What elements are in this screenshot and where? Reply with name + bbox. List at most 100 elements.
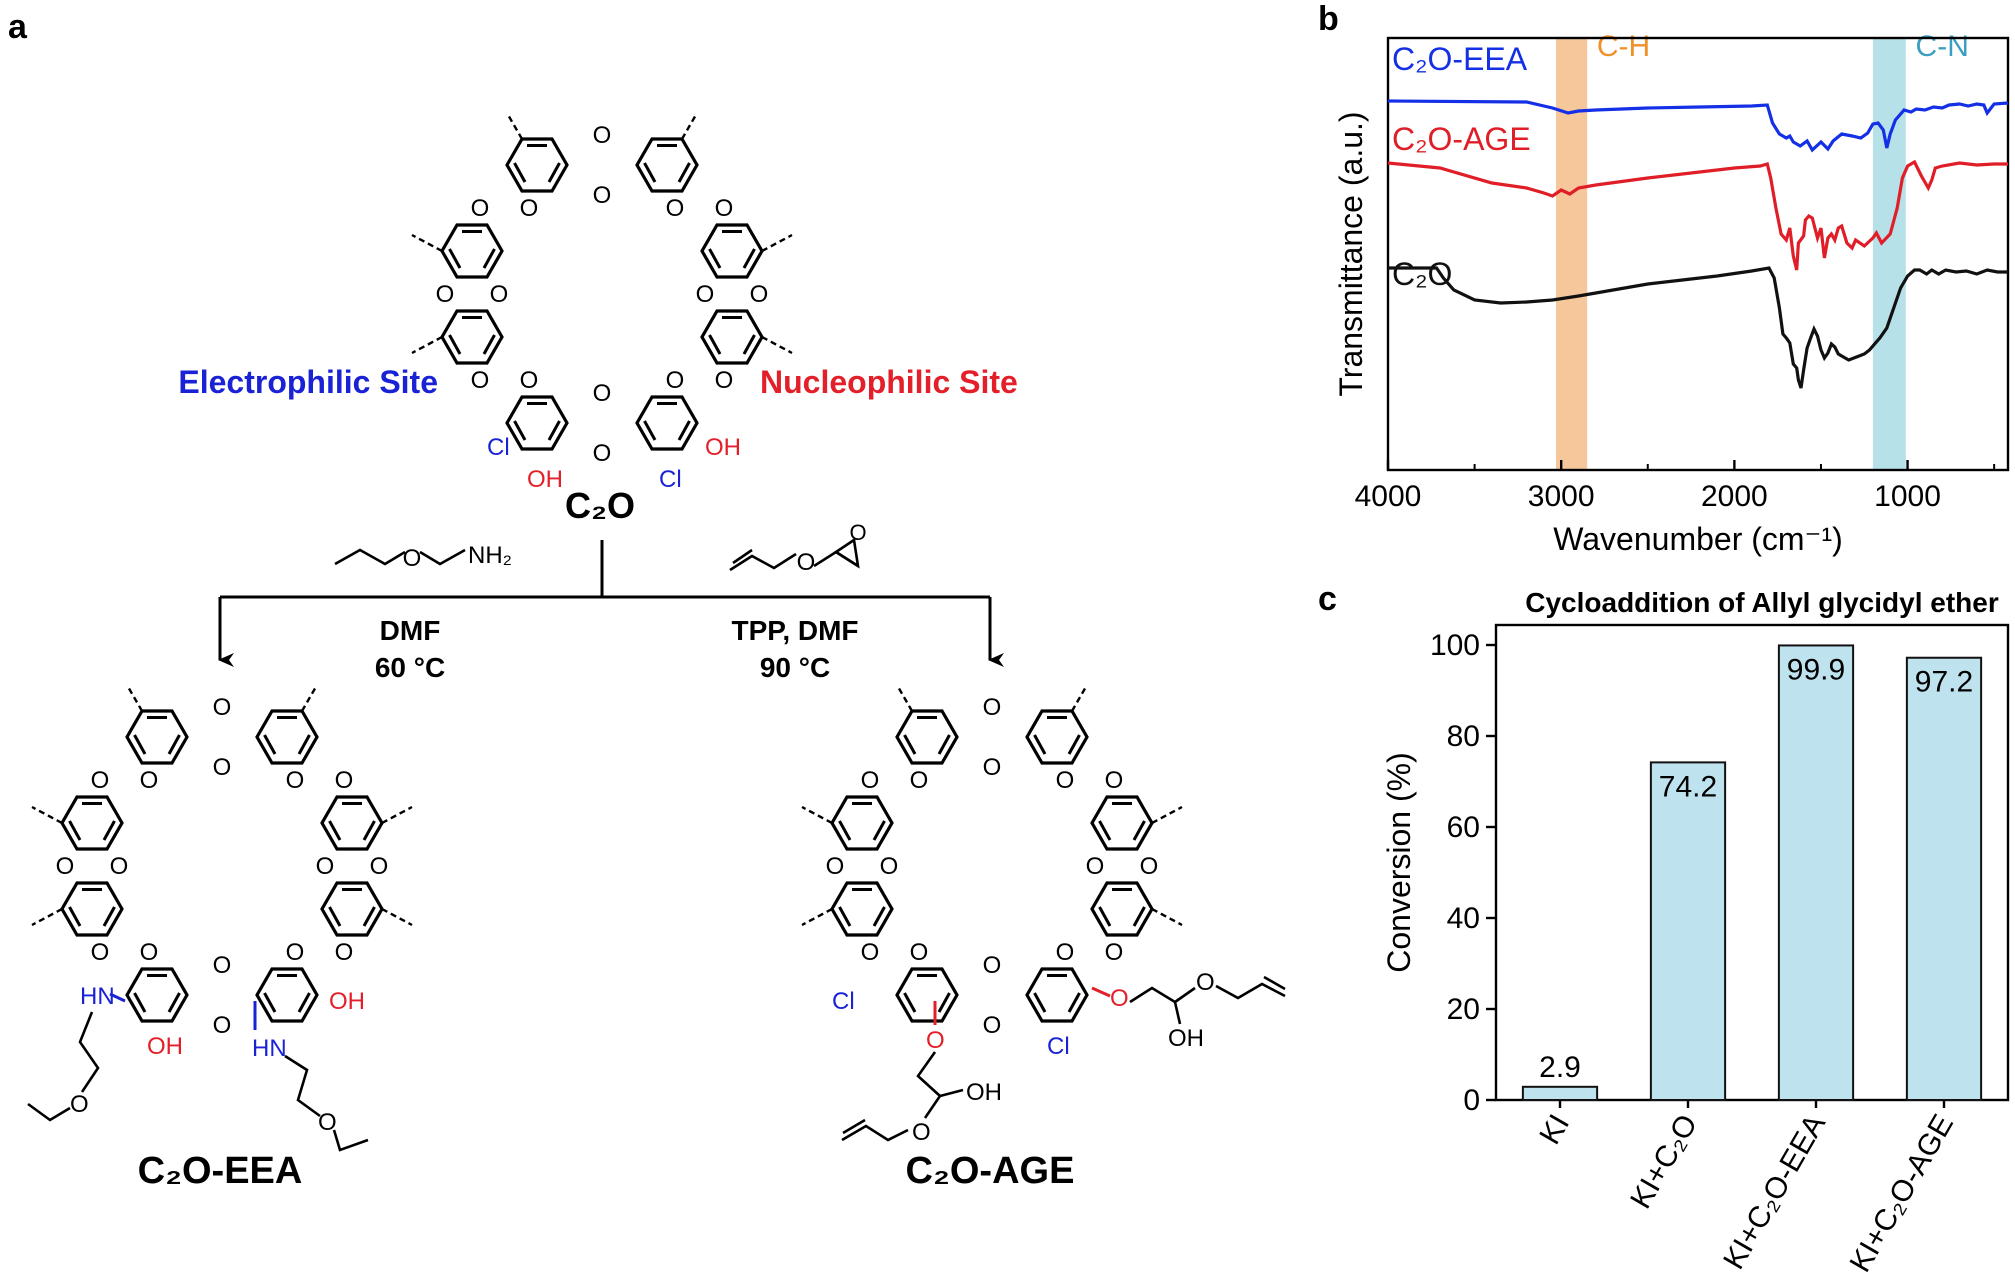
svg-text:OH: OH [966,1079,1002,1106]
benzene-ring [255,967,319,1023]
x-tick-label: 3000 [1528,480,1595,513]
band-cn-label: C-N [1916,30,1969,63]
oxygen-atom: O [1056,767,1075,794]
panel-a-letter: a [8,8,28,46]
oxygen-atom: O [213,952,232,979]
oxygen-atom: O [593,122,612,149]
c2o-age-label: C₂O-AGE [906,1150,1075,1192]
oxygen-atom: O [335,939,354,966]
y-tick-label: 60 [1447,811,1480,844]
oxygen-atom: O [593,380,612,407]
x-tick-label: 1000 [1874,480,1941,513]
category-label: KI+C₂O-AGE [1844,1109,1961,1276]
svg-text:HN: HN [252,1035,287,1062]
oxygen-atom: O [1140,853,1159,880]
y-axis-label: Transmittance (a.u.) [1333,111,1369,396]
y-tick-label: 20 [1447,993,1480,1026]
oxygen-atom: O [110,853,129,880]
bar [1905,656,1983,1101]
oxygen-atom: O [910,767,929,794]
oxygen-atom: O [213,694,232,721]
oxygen-atom: O [715,195,734,222]
benzene-ring [635,137,699,193]
svg-text:HN: HN [80,983,115,1010]
svg-text:O: O [1196,969,1215,996]
right-condition-solvent: TPP, DMF [731,615,858,646]
oxygen-atom: O [286,939,305,966]
benzene-ring [700,309,764,365]
x-axis-label: Wavenumber (cm⁻¹) [1553,521,1843,557]
svg-text:O: O [70,1091,89,1118]
oxygen-atom: O [593,182,612,209]
benzene-ring [60,795,124,851]
benzene-ring [830,795,894,851]
substituent-label: Cl [832,988,855,1015]
band-ch-label: C-H [1597,30,1650,63]
svg-text:O: O [1110,985,1129,1012]
benzene-ring [320,881,384,937]
category-label: KI [1533,1109,1576,1150]
benzene-ring [125,967,189,1023]
bar-plot: Cycloaddition of Allyl glycidyl ether2.9… [1381,587,2010,1276]
oxygen-atom: O [715,367,734,394]
bar-value-label: 97.2 [1915,666,1973,699]
benzene-ring [1090,881,1154,937]
oxygen-atom: O [750,281,769,308]
oxygen-atom: O [286,767,305,794]
oxygen-atom: O [140,939,159,966]
benzene-ring [125,709,189,765]
left-condition-solvent: DMF [380,615,441,646]
category-label: KI+C₂O [1624,1109,1704,1214]
oxygen-atom: O [490,281,509,308]
benzene-ring [1090,795,1154,851]
substituent-label: Cl [1047,1033,1070,1060]
substituent-label: Cl [659,466,682,493]
svg-text:O: O [926,1027,945,1054]
benzene-ring [255,709,319,765]
oxygen-atom: O [56,853,75,880]
left-condition-temp: 60 °C [375,652,445,683]
band-cn [1872,38,1906,470]
right-condition-temp: 90 °C [760,652,830,683]
benzene-ring [1025,967,1089,1023]
y-tick-label: 80 [1447,720,1480,753]
oxygen-atom: O [1105,767,1124,794]
oxygen-atom: O [983,754,1002,781]
oxygen-atom: O [826,853,845,880]
category-label: KI+C₂O-EEA [1717,1109,1832,1275]
band-ch [1555,38,1588,470]
oxygen-atom: O [213,1012,232,1039]
bar-value-label: 2.9 [1539,1051,1581,1084]
svg-text:OH: OH [1168,1025,1204,1052]
svg-text:O: O [318,1109,337,1136]
oxygen-atom: O [861,767,880,794]
c2o-eea-label: C₂O-EEA [138,1150,303,1192]
eea-substituents: HN O HN O [27,983,369,1152]
oxygen-atom: O [91,767,110,794]
benzene-ring [1025,709,1089,765]
benzene-ring [440,309,504,365]
oxygen-atom: O [436,281,455,308]
bar-value-label: 74.2 [1659,770,1717,803]
oxygen-atom: O [666,195,685,222]
x-tick-label: 4000 [1355,480,1422,513]
bar-value-label: 99.9 [1787,653,1845,686]
oxygen-atom: O [520,367,539,394]
benzene-ring [700,223,764,279]
oxygen-atom: O [861,939,880,966]
oxygen-atom: O [983,1012,1002,1039]
spectrum-line-1 [1387,159,2008,271]
substituent-label: OH [329,988,365,1015]
benzene-ring [895,709,959,765]
age-substituents: O OH O O OH O [841,969,1286,1146]
oxygen-atom: O [335,767,354,794]
x-tick-label: 2000 [1701,480,1768,513]
oxygen-atom: O [213,754,232,781]
oxygen-atom: O [696,281,715,308]
ftir-axes-frame [1386,36,2010,472]
spectrum-label-0: C₂O-EEA [1392,41,1528,77]
